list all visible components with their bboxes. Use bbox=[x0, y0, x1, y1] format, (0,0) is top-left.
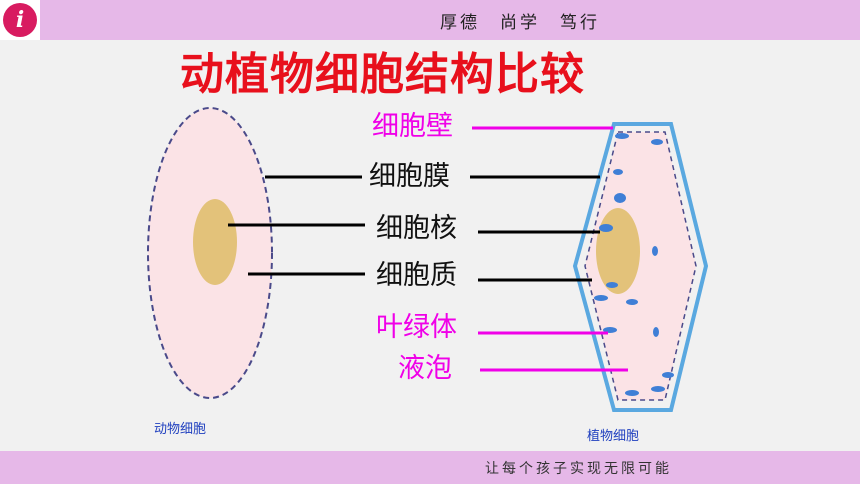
caption-animal-cell: 动物细胞 bbox=[154, 422, 207, 437]
label-cytoplasm: 细胞质 bbox=[376, 260, 457, 291]
footer-bar: 让每个孩子实现无限可能 bbox=[0, 451, 860, 484]
plant-cell-nucleus bbox=[596, 208, 640, 294]
chloroplast bbox=[615, 133, 629, 139]
logo: i bbox=[0, 0, 40, 40]
logo-icon: i bbox=[3, 3, 37, 37]
animal-cell-nucleus bbox=[193, 199, 237, 285]
chloroplast bbox=[651, 139, 663, 145]
chloroplast bbox=[626, 299, 638, 305]
footer-slogan: 让每个孩子实现无限可能 bbox=[485, 461, 672, 477]
chloroplast bbox=[614, 193, 626, 203]
school-motto: 厚德 尚学 笃行 bbox=[440, 13, 600, 33]
chloroplast bbox=[606, 282, 618, 288]
plant-cell-wall bbox=[572, 122, 709, 412]
chloroplast bbox=[652, 246, 658, 256]
chloroplast bbox=[651, 386, 665, 392]
caption-plant-cell: 植物细胞 bbox=[587, 429, 640, 444]
label-vacuole: 液泡 bbox=[398, 353, 452, 384]
plant-cell-membrane bbox=[584, 131, 697, 401]
label-cell-wall: 细胞壁 bbox=[372, 111, 453, 142]
chloroplast bbox=[613, 169, 623, 175]
chloroplast bbox=[594, 295, 608, 301]
slide-title: 动植物细胞结构比较 bbox=[180, 49, 585, 100]
label-chloroplast: 叶绿体 bbox=[376, 312, 457, 343]
label-nucleus: 细胞核 bbox=[376, 213, 457, 244]
chloroplast bbox=[653, 327, 659, 337]
header-bar: i 厚德 尚学 笃行 bbox=[0, 0, 860, 40]
chloroplast bbox=[599, 224, 613, 232]
chloroplast bbox=[662, 372, 674, 378]
chloroplast bbox=[625, 390, 639, 396]
label-cell-membrane: 细胞膜 bbox=[369, 161, 450, 192]
